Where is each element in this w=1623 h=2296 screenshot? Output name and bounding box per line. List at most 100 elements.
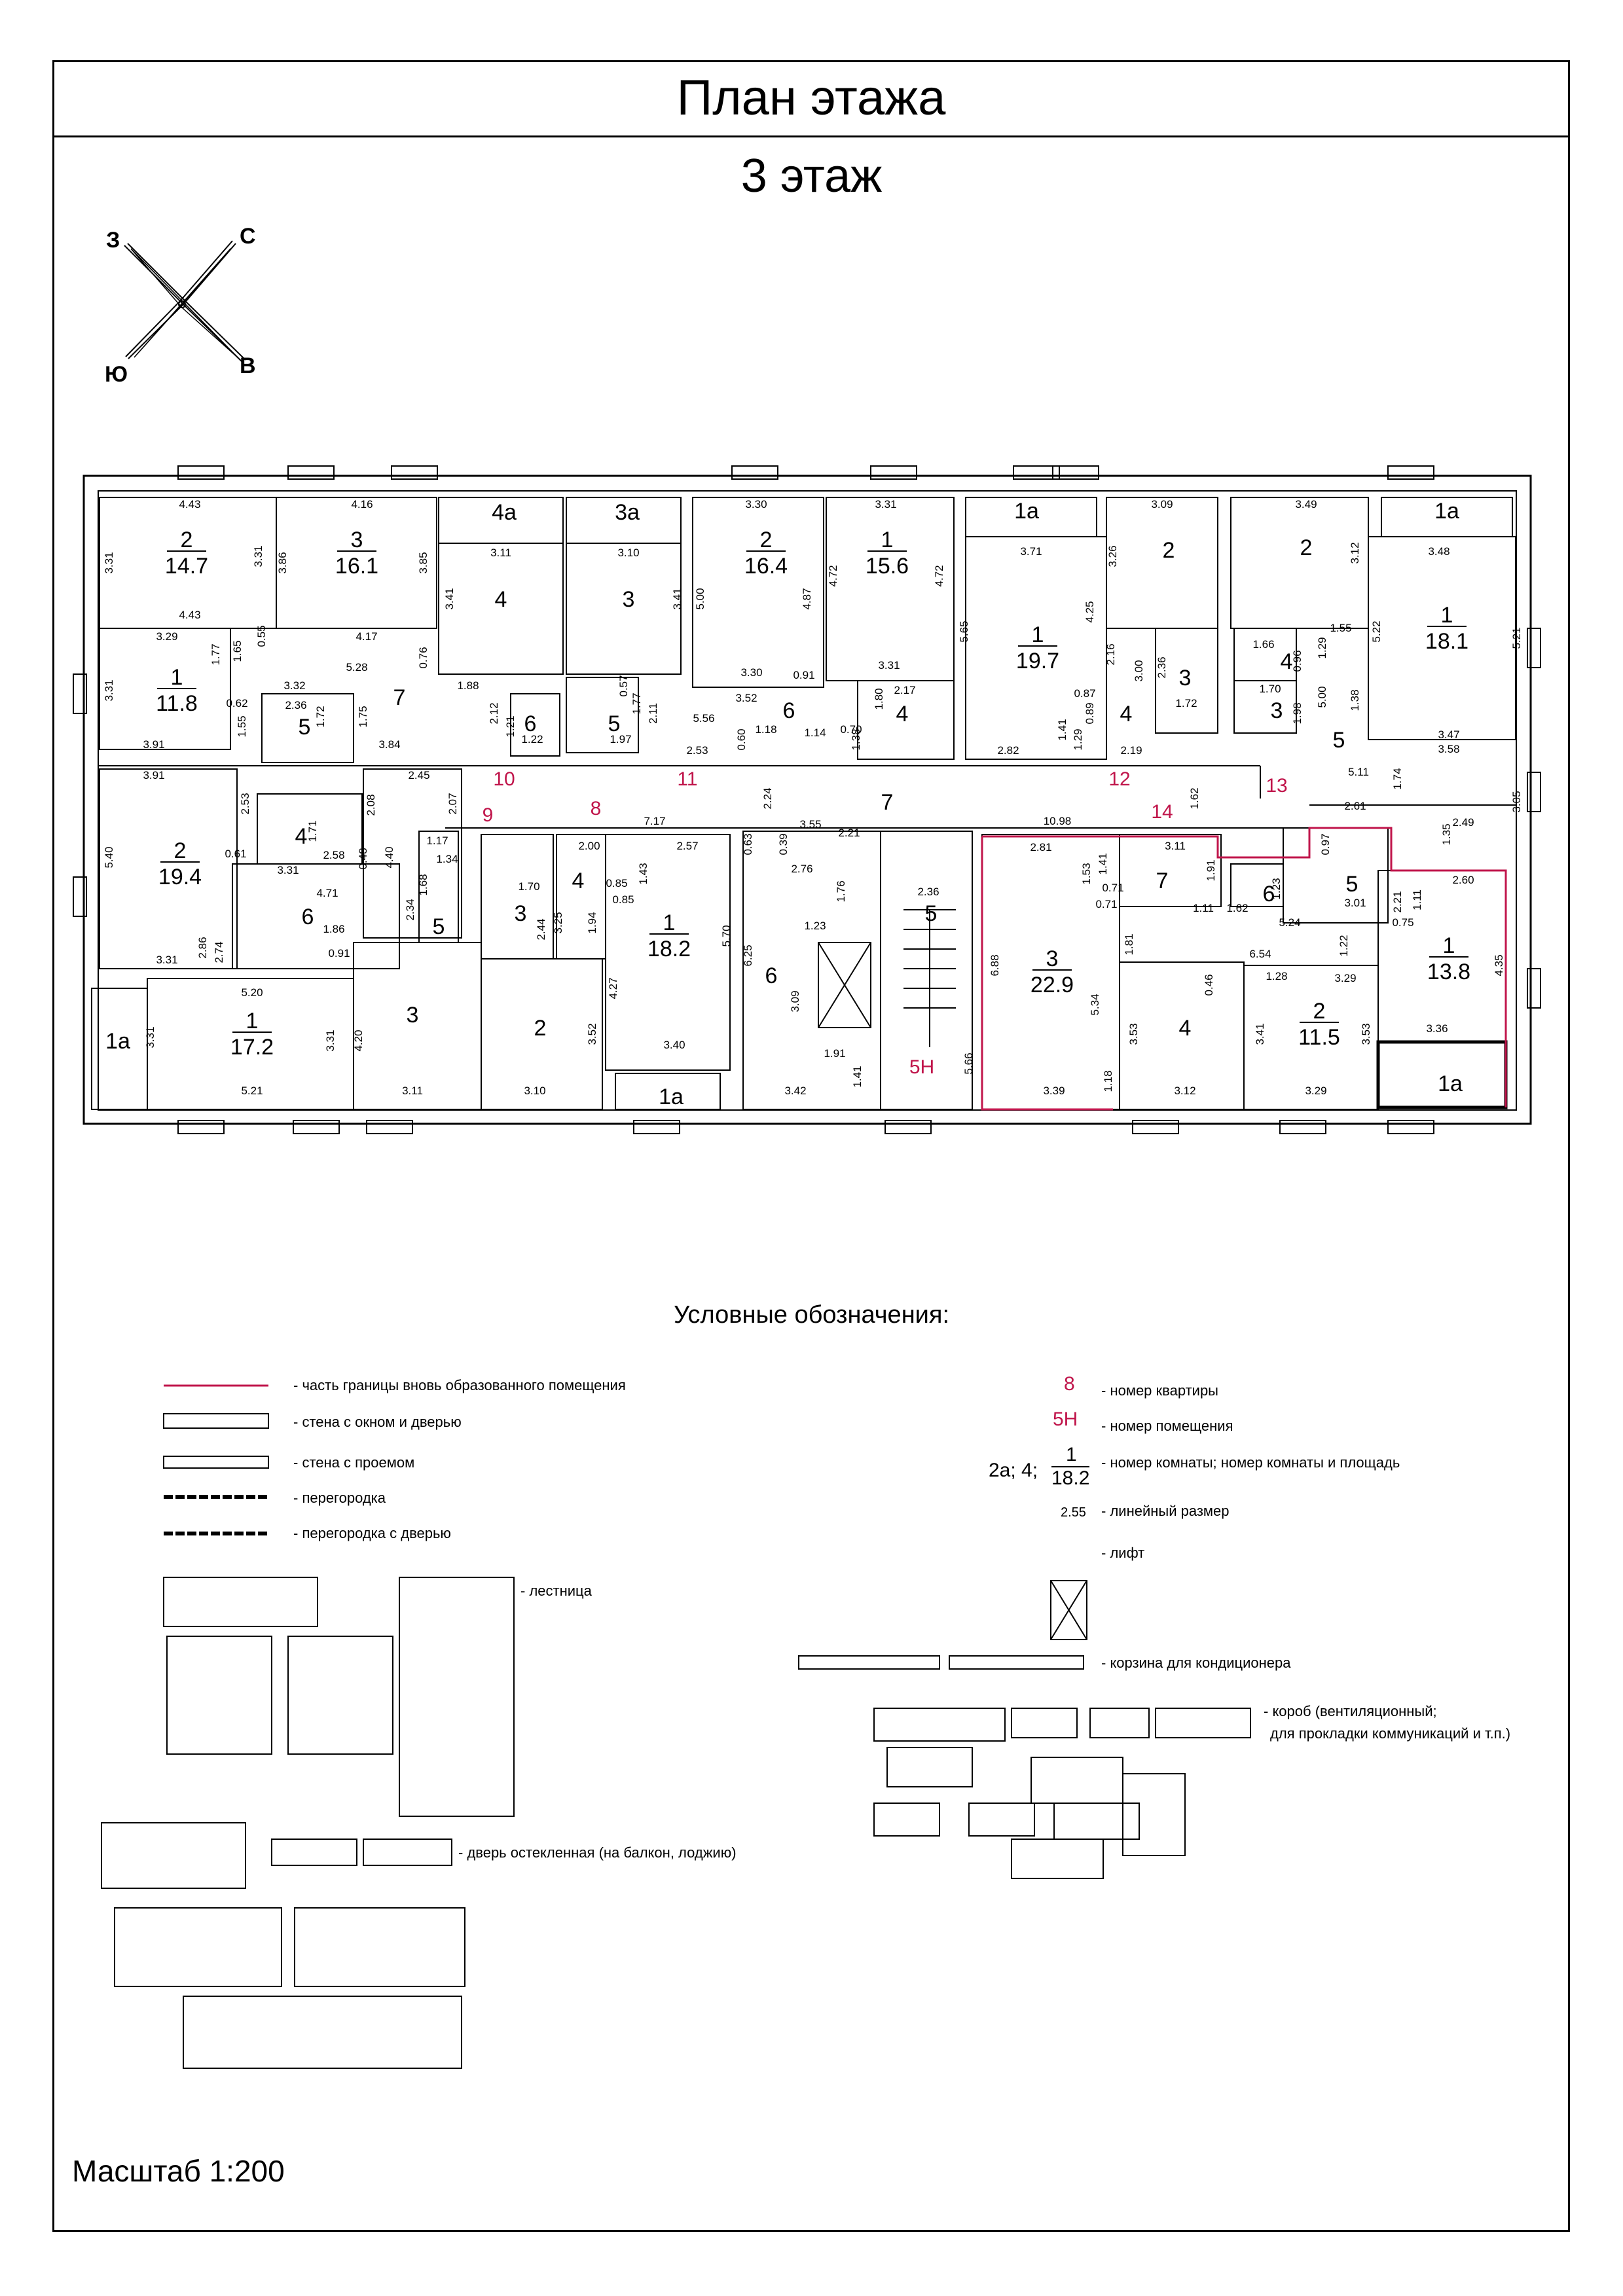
dimension-label: 1.81 bbox=[1123, 933, 1135, 955]
dimension-label: 4.35 bbox=[1493, 954, 1505, 976]
dimension-label: 10.98 bbox=[1044, 815, 1072, 827]
page-frame bbox=[52, 60, 1570, 2232]
dimension-label: 1.23 bbox=[1270, 878, 1283, 899]
dimension-label: 1.34 bbox=[436, 853, 458, 865]
dimension-label: 0.76 bbox=[417, 647, 429, 668]
dimension-label: 2.21 bbox=[838, 827, 860, 839]
dimension-label: 5.22 bbox=[1370, 620, 1383, 642]
room-number: 3 bbox=[407, 1003, 419, 1028]
dimension-label: 1.91 bbox=[824, 1047, 845, 1060]
apartment-number: 10 bbox=[493, 768, 515, 790]
room-area: 18.2 bbox=[647, 937, 691, 961]
legend-item: - перегородка bbox=[293, 1490, 386, 1506]
room-number: 3 bbox=[623, 587, 635, 612]
dimension-label: 5.65 bbox=[958, 620, 970, 642]
dimension-label: 3.41 bbox=[671, 588, 684, 609]
dimension-label: 1.62 bbox=[1226, 902, 1248, 914]
dimension-label: 3.31 bbox=[103, 552, 115, 573]
dimension-label: 4.72 bbox=[827, 565, 839, 586]
dimension-label: 5.56 bbox=[693, 712, 714, 725]
dimension-label: 1.75 bbox=[357, 706, 369, 727]
dimension-label: 5.00 bbox=[1316, 686, 1328, 708]
room-area: 19.4 bbox=[158, 865, 202, 889]
dimension-label: 1.41 bbox=[1056, 719, 1068, 740]
legend-item: - лифт bbox=[1101, 1545, 1145, 1561]
dimension-label: 3.11 bbox=[1165, 840, 1186, 852]
room-area: 14.7 bbox=[165, 554, 208, 579]
dimension-label: 1.55 bbox=[236, 715, 248, 737]
dimension-label: 3.00 bbox=[1133, 660, 1145, 681]
legend-item: - номер комнаты; номер комнаты и площадь bbox=[1101, 1454, 1400, 1471]
room-number: 6 bbox=[302, 905, 314, 929]
room-number: 3 bbox=[1271, 698, 1283, 723]
plan-title: План этажа bbox=[676, 70, 946, 126]
dimension-label: 1.53 bbox=[1080, 863, 1093, 884]
apartment-number: 5Н bbox=[909, 1056, 934, 1078]
legend-apt-sample: 8 bbox=[1064, 1373, 1075, 1395]
dimension-label: 0.85 bbox=[612, 893, 634, 906]
dimension-label: 0.60 bbox=[735, 728, 748, 750]
dimension-label: 2.82 bbox=[997, 744, 1019, 757]
dimension-label: 3.31 bbox=[324, 1030, 337, 1051]
dimension-label: 0.91 bbox=[328, 947, 350, 960]
dimension-label: 1.21 bbox=[504, 715, 517, 737]
room-number: 5 bbox=[1346, 872, 1359, 897]
dimension-label: 3.31 bbox=[144, 1026, 156, 1048]
dimension-label: 4.71 bbox=[316, 887, 338, 899]
dimension-label: 0.61 bbox=[225, 848, 246, 860]
dimension-label: 3.12 bbox=[1174, 1085, 1195, 1097]
dimension-label: 1.35 bbox=[1440, 823, 1453, 845]
dimension-label: 1.65 bbox=[231, 640, 244, 662]
room-number: 3 bbox=[515, 901, 527, 926]
dimension-label: 0.55 bbox=[255, 625, 268, 647]
dimension-label: 1.68 bbox=[417, 874, 429, 895]
dimension-label: 3.47 bbox=[1438, 728, 1459, 741]
compass-east: В bbox=[240, 353, 256, 378]
room-number: 7 bbox=[393, 685, 406, 710]
room-number: 3 bbox=[1046, 946, 1059, 971]
dimension-label: 1.72 bbox=[314, 706, 327, 727]
dimension-label: 4.43 bbox=[179, 609, 200, 621]
room-area: 16.1 bbox=[335, 554, 378, 579]
dimension-label: 0.57 bbox=[617, 675, 630, 696]
dimension-label: 7.17 bbox=[644, 815, 665, 827]
room-number: 1а bbox=[659, 1085, 684, 1109]
dimension-label: 2.76 bbox=[791, 863, 812, 875]
dimension-label: 0.96 bbox=[1291, 650, 1304, 672]
room-area: 17.2 bbox=[230, 1035, 274, 1060]
dimension-label: 3.53 bbox=[1127, 1023, 1140, 1045]
dimension-label: 5.40 bbox=[103, 846, 115, 868]
legend-item: - стена с проемом bbox=[293, 1454, 415, 1471]
apartment-number: 12 bbox=[1108, 768, 1130, 790]
dimension-label: 1.38 bbox=[850, 728, 862, 750]
dimension-label: 3.12 bbox=[1349, 542, 1361, 564]
dimension-label: 3.39 bbox=[1043, 1085, 1065, 1097]
dimension-label: 1.17 bbox=[426, 834, 448, 847]
dimension-label: 1.80 bbox=[873, 688, 885, 709]
dimension-label: 2.86 bbox=[196, 937, 209, 958]
room-area: 19.7 bbox=[1016, 649, 1059, 673]
room-area: 22.9 bbox=[1030, 973, 1074, 997]
room-number: 4 bbox=[1120, 702, 1133, 726]
dimension-label: 2.12 bbox=[488, 702, 500, 724]
dimension-label: 2.17 bbox=[894, 684, 915, 696]
room-number: 2 bbox=[534, 1016, 547, 1041]
room-number: 1 bbox=[171, 665, 183, 690]
room-number: 5 bbox=[608, 711, 621, 736]
dimension-label: 3.31 bbox=[252, 545, 264, 567]
dimension-label: 2.74 bbox=[213, 941, 225, 963]
room-number: 6 bbox=[783, 698, 795, 723]
dimension-label: 1.11 bbox=[1193, 902, 1214, 914]
dimension-label: 1.29 bbox=[1316, 637, 1328, 658]
room-number: 1 bbox=[1032, 622, 1044, 647]
room-number: 1 bbox=[1443, 933, 1455, 958]
dimension-label: 3.86 bbox=[276, 552, 289, 573]
legend-item: - номер помещения bbox=[1101, 1418, 1233, 1434]
dimension-label: 5.34 bbox=[1089, 994, 1101, 1015]
dimension-label: 2.44 bbox=[535, 918, 547, 940]
dimension-label: 3.91 bbox=[143, 738, 164, 751]
dimension-label: 3.91 bbox=[143, 769, 164, 781]
legend-item: - дверь остекленная (на балкон, лоджию) bbox=[458, 1844, 737, 1861]
dimension-label: 3.29 bbox=[1334, 972, 1356, 984]
dimension-label: 2.00 bbox=[578, 840, 600, 852]
